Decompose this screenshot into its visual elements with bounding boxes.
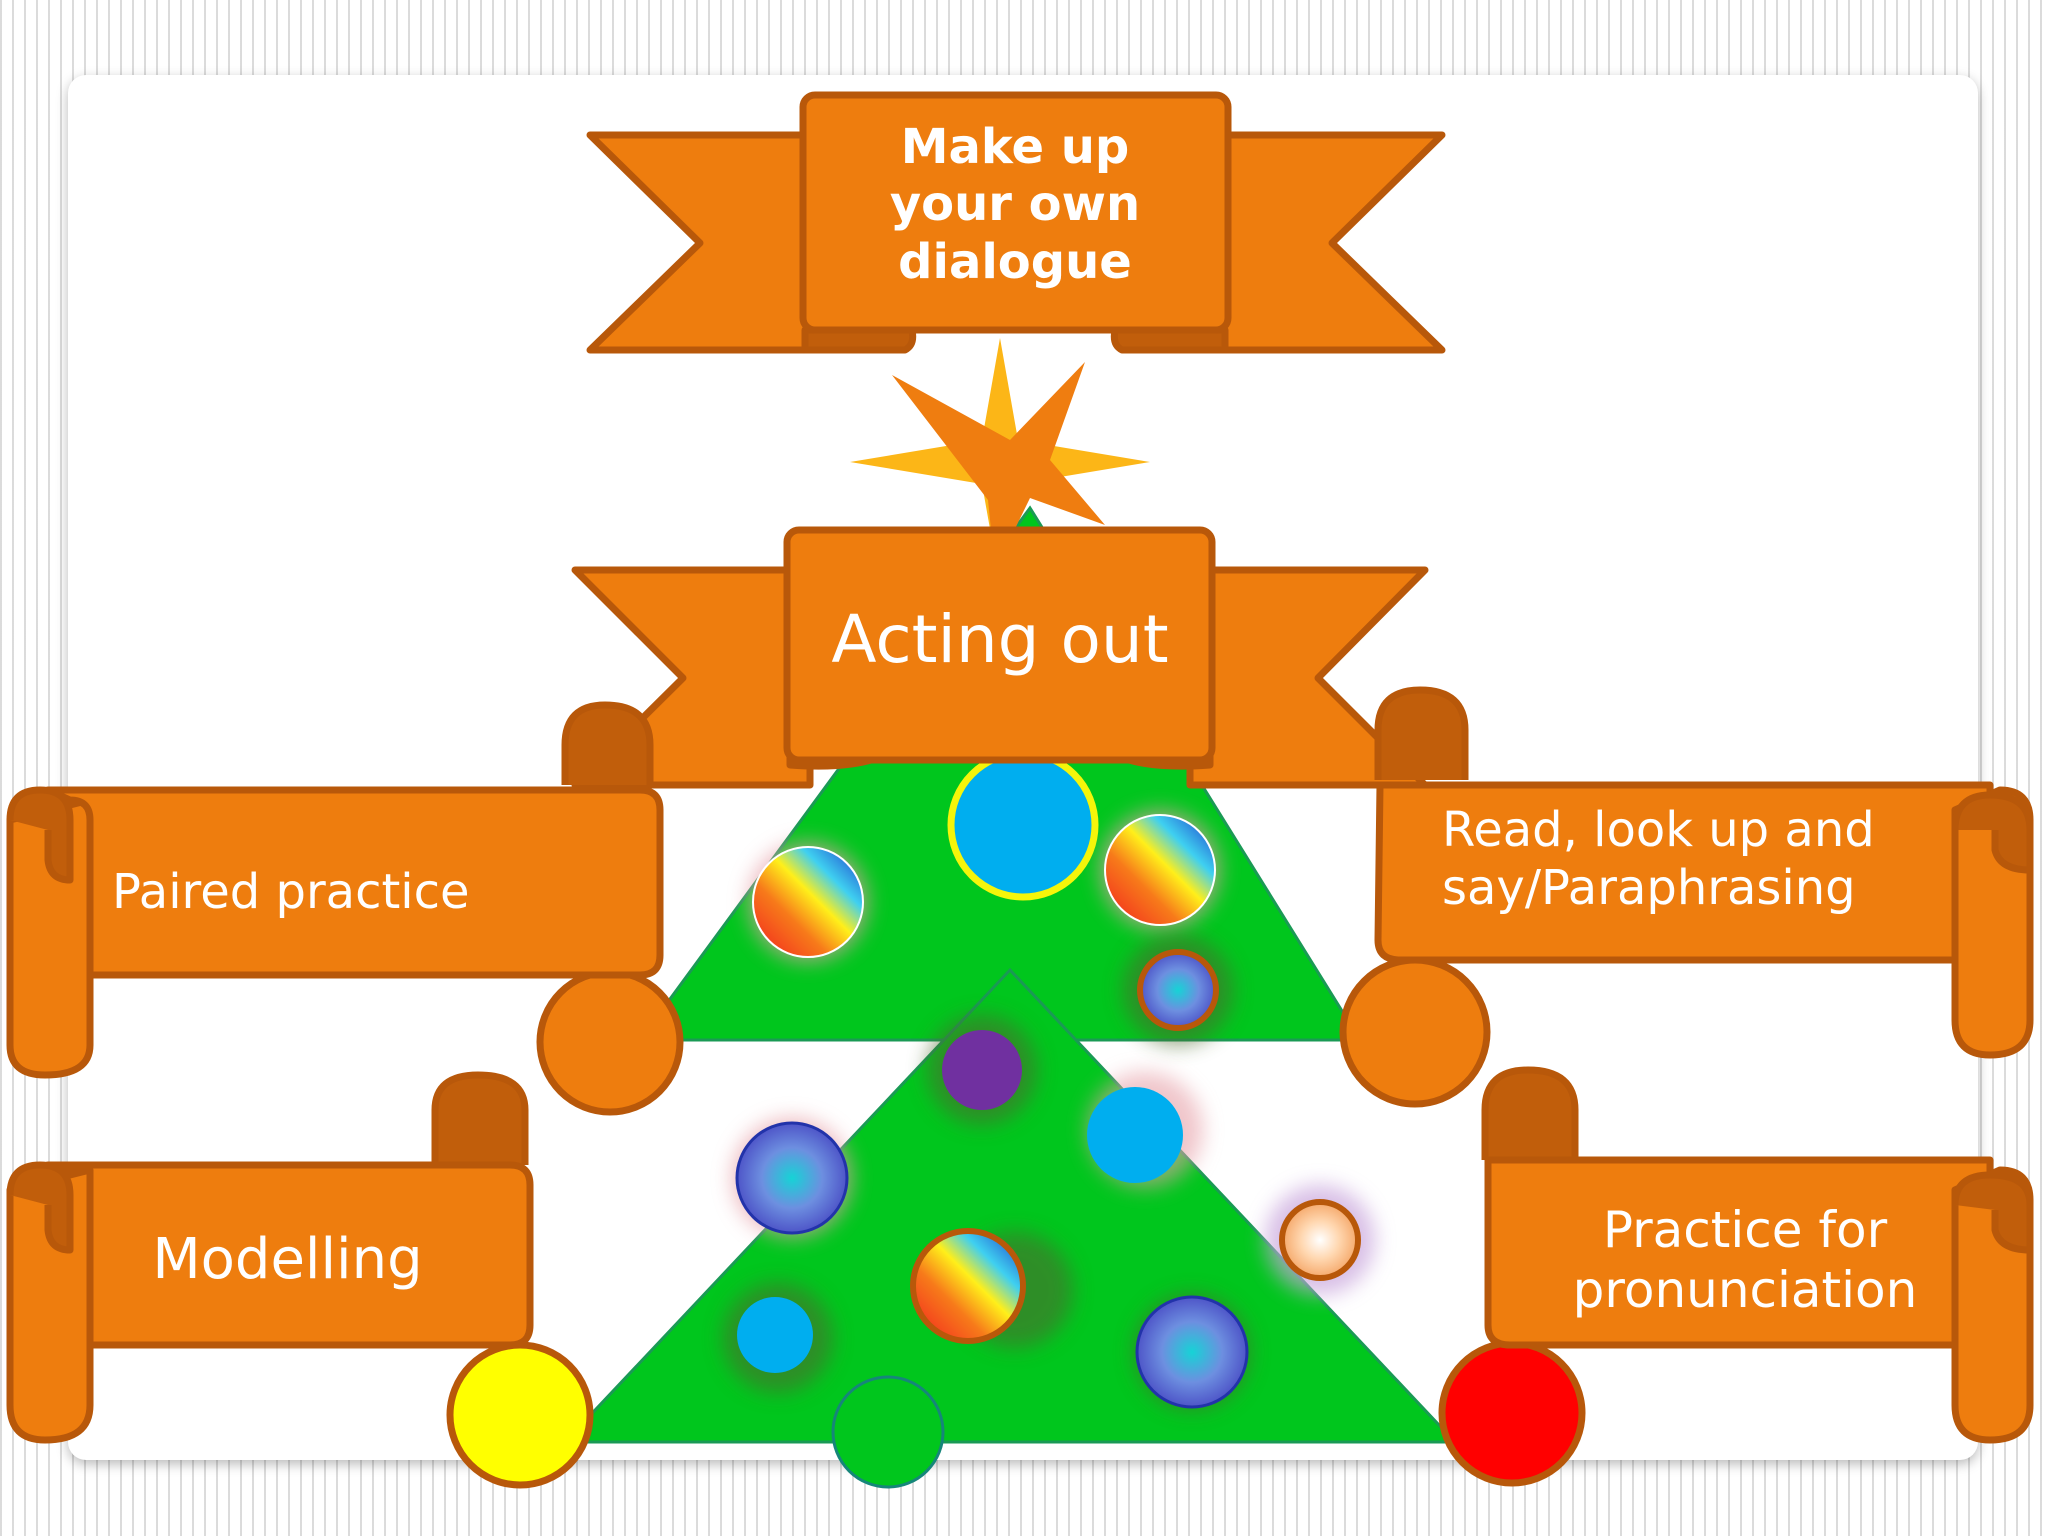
ornament-rainbow xyxy=(910,1228,1026,1344)
star-icon xyxy=(850,338,1150,585)
ornaments xyxy=(723,749,1375,1410)
banner-top-label: Make up your own dialogue xyxy=(889,118,1141,290)
scroll-label-modelling: Modelling xyxy=(152,1227,423,1293)
ornament-peach xyxy=(1279,1199,1361,1281)
top-banner xyxy=(586,91,1446,354)
scroll-upper-left xyxy=(6,701,684,1116)
scroll-lower-left xyxy=(6,1071,534,1444)
scroll-upper-right xyxy=(1339,686,2034,1108)
ornament-large-blue xyxy=(947,749,1099,901)
ornament-purple xyxy=(942,1030,1022,1110)
scroll-label-practice-pronunciation: Practice for pronunciation xyxy=(1572,1201,1918,1319)
ornament-blue-gradient xyxy=(735,1121,849,1235)
scroll-lower-right xyxy=(1481,1066,2034,1444)
ornament-green-base xyxy=(831,1375,945,1489)
ornament-blue xyxy=(737,1297,813,1373)
scroll-label-paired-practice: Paired practice xyxy=(112,864,470,921)
ornament-blue-gradient xyxy=(1137,949,1219,1031)
ornament-yellow-base xyxy=(446,1341,594,1489)
banner-middle-label: Acting out xyxy=(831,601,1169,679)
ornament-blue-gradient xyxy=(1135,1295,1249,1409)
ornament-rainbow xyxy=(1104,814,1216,926)
ornament-rainbow xyxy=(752,846,864,958)
ornament-red-base xyxy=(1438,1339,1586,1487)
scroll-label-read-look-up: Read, look up and say/Paraphrasing xyxy=(1442,802,1875,916)
ornament-blue xyxy=(1087,1087,1183,1183)
